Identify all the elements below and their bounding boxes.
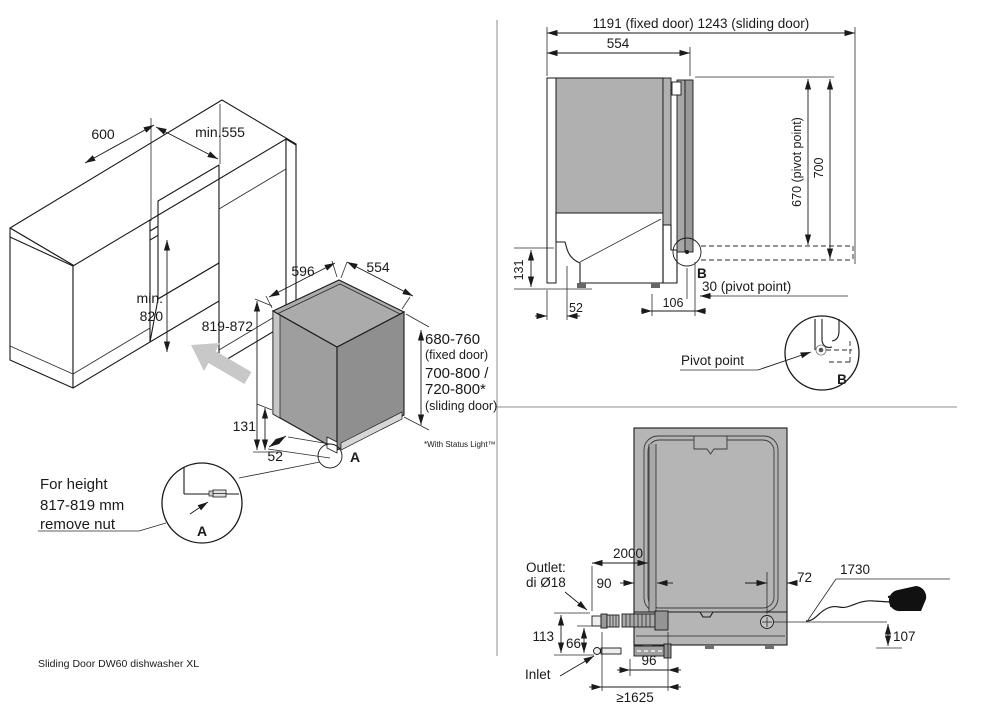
- marker-a-circle: [317, 443, 343, 469]
- pivot-pointer-arrow: [757, 351, 812, 371]
- base-body: [555, 212, 664, 284]
- insert-direction-arrow: [191, 343, 252, 384]
- base-split-line: [634, 611, 787, 618]
- dim-600: 600: [91, 126, 115, 142]
- dim-line-52: [268, 435, 287, 448]
- outlet-label-1: Outlet:: [526, 560, 566, 575]
- outlet-hose: [606, 610, 669, 631]
- dishwasher-isometric-view: 596 554 819-872 131 52 680-760 (fixed do…: [202, 259, 497, 469]
- sliding-door-range-a: 700-800 /: [425, 365, 489, 382]
- marker-a-label: A: [350, 449, 360, 465]
- dim-107: 107: [893, 629, 916, 644]
- dim-554-side: 554: [607, 36, 630, 51]
- outlet-label-2: di Ø18: [526, 575, 566, 590]
- inlet-pointer-arrow: [559, 655, 595, 677]
- dim-554: 554: [366, 259, 390, 275]
- back-panel: [546, 77, 557, 284]
- section-dividers: [496, 20, 957, 656]
- dim-90: 90: [596, 576, 611, 591]
- detail-a-text-1: For height: [40, 476, 108, 493]
- detail-a: A For height 817-819 mm remove nut: [38, 461, 321, 544]
- foot-right: [765, 645, 774, 649]
- tank-body: [555, 77, 664, 214]
- marker-b-circle: [672, 237, 702, 267]
- detail-b: B Pivot point: [680, 315, 860, 391]
- dim-72: 72: [797, 570, 812, 585]
- cabinet-isometric-view: 600 min.555 min. 820: [9, 99, 297, 389]
- diagram-caption: Sliding Door DW60 dishwasher XL: [38, 658, 199, 670]
- top-notch: [693, 435, 728, 455]
- door-outer-panel: [684, 79, 694, 253]
- dim-min-label: min.: [137, 290, 163, 306]
- inlet-label: Inlet: [525, 667, 551, 682]
- marker-b-label: B: [697, 266, 707, 281]
- power-plug-icon: [888, 586, 927, 612]
- niche-top-edge: [149, 178, 220, 221]
- rear-foot: [651, 283, 660, 288]
- dim-line-554: [346, 261, 414, 297]
- dim-131-side: 131: [512, 260, 526, 281]
- door-inner-panel: [676, 79, 686, 253]
- detail-b-circle: [784, 315, 860, 391]
- door-bracket: [671, 81, 682, 96]
- dim-30-pivot: 30 (pivot point): [702, 279, 791, 294]
- front-foot: [577, 283, 586, 288]
- sliding-door-range-b: 720-800*: [425, 381, 486, 398]
- dim-1625: ≥1625: [616, 690, 653, 705]
- dim-96: 96: [641, 653, 656, 668]
- detail-a-text-2: 817-819 mm: [40, 497, 124, 514]
- outlet-nipple: [591, 615, 602, 627]
- foot-center: [705, 645, 714, 649]
- dim-line-596: [268, 262, 336, 298]
- dim-66: 66: [566, 636, 581, 651]
- pivot-dot-detail: [818, 347, 824, 353]
- dim-line-600: [84, 124, 155, 164]
- dim-min555: min.555: [195, 124, 245, 140]
- plinth-strip: [340, 411, 403, 451]
- dim-1730: 1730: [840, 562, 870, 577]
- dishwasher-back-view: 1730 107 72 90 2000 Outlet: di Ø18: [525, 427, 950, 705]
- tub-front-wall: [662, 77, 672, 226]
- detail-a-text-3: remove nut: [40, 516, 116, 533]
- dim-819-872: 819-872: [202, 318, 254, 334]
- inlet-hose: [593, 643, 672, 659]
- power-cord-curve: [805, 600, 891, 622]
- dishwasher-side-view: 1191 (fixed door) 1243 (sliding door) 55…: [512, 16, 856, 320]
- dim-2000: 2000: [613, 546, 643, 561]
- dim-line-min555: [155, 126, 219, 160]
- nut-pointer-arrow: [189, 501, 209, 515]
- outlet-pointer-arrow: [564, 591, 588, 611]
- pivot-point-label: Pivot point: [681, 353, 744, 368]
- left-cabinet-front: [72, 219, 151, 389]
- detail-b-letter: B: [837, 372, 847, 387]
- dim-596: 596: [291, 263, 315, 279]
- detail-a-letter: A: [197, 523, 207, 539]
- dim-113: 113: [532, 629, 554, 644]
- dim-106: 106: [663, 296, 684, 310]
- back-view-body: [633, 427, 788, 646]
- status-light-footnote: *With Status Light™: [424, 440, 496, 449]
- dim-670: 670 (pivot point): [790, 117, 804, 207]
- dim-131: 131: [233, 418, 257, 434]
- dim-52: 52: [267, 448, 283, 464]
- pivot-dot: [685, 250, 689, 254]
- dim-820: 820: [140, 308, 164, 324]
- dim-total-width: 1191 (fixed door) 1243 (sliding door): [593, 16, 810, 31]
- dim-700: 700: [812, 158, 826, 179]
- dim-52-side: 52: [569, 301, 583, 315]
- fixed-door-label: (fixed door): [425, 348, 488, 362]
- fixed-door-range: 680-760: [425, 331, 480, 348]
- sliding-door-label: (sliding door): [425, 399, 497, 413]
